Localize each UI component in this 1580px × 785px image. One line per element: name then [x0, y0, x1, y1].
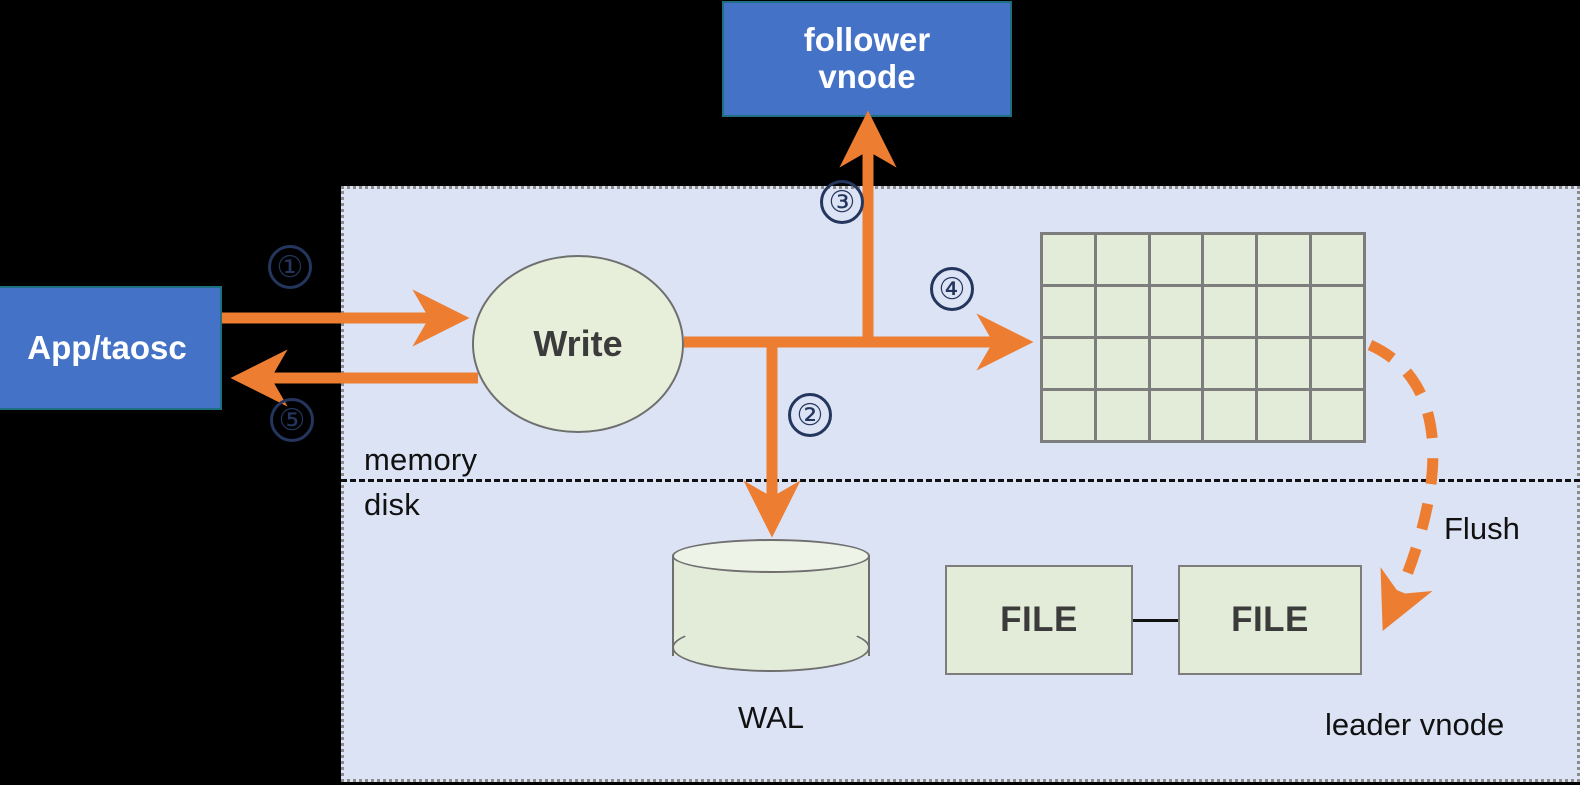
step-marker-5: ⑤ [270, 398, 314, 442]
table-cell [1258, 339, 1310, 388]
flush-label: Flush [1444, 511, 1520, 546]
table-cell [1312, 287, 1363, 336]
table-cell [1150, 339, 1202, 388]
table-cell [1043, 235, 1094, 284]
wal-cylinder-bottom [672, 623, 870, 672]
follower-vnode-label-line1: follower [803, 21, 931, 59]
node-write[interactable]: Write [472, 255, 684, 433]
node-file-2[interactable]: FILE [1178, 565, 1362, 675]
table-cell [1150, 235, 1202, 284]
table-cell [1096, 339, 1148, 388]
table-cell [1312, 235, 1363, 284]
table-cell [1258, 235, 1310, 284]
file-1-label: FILE [1000, 600, 1078, 639]
table-cell [1150, 391, 1202, 440]
node-wal-cylinder[interactable] [672, 539, 870, 672]
file-connector-line [1133, 619, 1178, 622]
step-marker-2: ② [788, 393, 832, 437]
step-marker-1: ① [268, 245, 312, 289]
table-cell [1096, 287, 1148, 336]
table-cell [1043, 339, 1094, 388]
table-cell [1043, 391, 1094, 440]
write-label: Write [533, 323, 623, 364]
table-cell [1312, 339, 1363, 388]
memory-disk-divider [341, 479, 1580, 482]
node-follower-vnode[interactable]: follower vnode [722, 1, 1012, 117]
table-cell [1258, 287, 1310, 336]
step-marker-4: ④ [930, 267, 974, 311]
follower-vnode-label-line2: vnode [818, 58, 916, 95]
table-cell [1258, 391, 1310, 440]
table-cell [1204, 391, 1256, 440]
memory-table-grid [1040, 232, 1366, 443]
table-cell [1204, 235, 1256, 284]
table-cell [1096, 391, 1148, 440]
wal-cylinder-top [672, 539, 870, 573]
node-app-taosc[interactable]: App/taosc [0, 286, 222, 410]
zone-label-disk: disk [364, 487, 420, 522]
step-marker-3: ③ [820, 180, 864, 224]
table-cell [1312, 391, 1363, 440]
table-cell [1204, 339, 1256, 388]
table-cell [1043, 287, 1094, 336]
table-cell [1096, 235, 1148, 284]
node-file-1[interactable]: FILE [945, 565, 1133, 675]
zone-label-memory: memory [364, 442, 478, 477]
file-2-label: FILE [1231, 600, 1309, 639]
table-cell [1150, 287, 1202, 336]
app-taosc-label: App/taosc [27, 328, 187, 366]
leader-vnode-label: leader vnode [1325, 707, 1505, 742]
table-cell [1204, 287, 1256, 336]
wal-label: WAL [737, 700, 805, 735]
